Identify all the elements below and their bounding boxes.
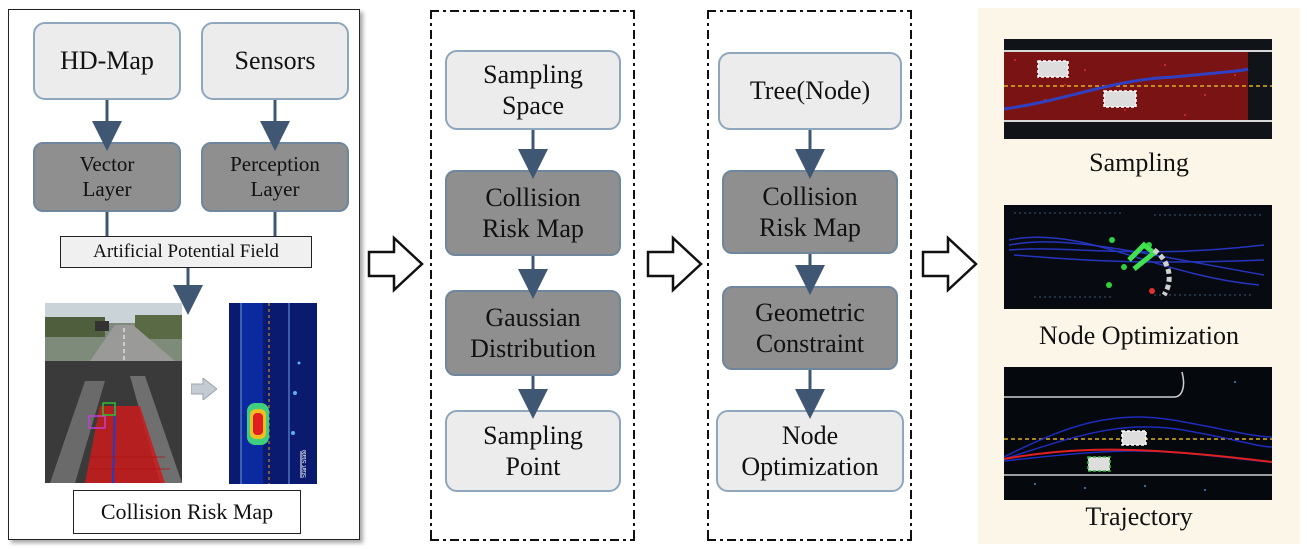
hd-map-label: HD-Map — [60, 46, 154, 76]
flow-arrow-icon — [921, 235, 978, 293]
right-arrow-icon — [191, 378, 217, 400]
sampling-caption: Sampling — [1089, 148, 1189, 177]
tree-node-label: Tree(Node) — [749, 76, 871, 106]
hd-map-box: HD-Map — [33, 22, 181, 100]
trajectory-caption: Trajectory — [1085, 502, 1193, 531]
perception-layer-box: Perception Layer — [201, 142, 349, 212]
apf-label: Artificial Potential Field — [93, 241, 279, 262]
tree-node-box: Tree(Node) — [718, 52, 902, 130]
camera-image — [45, 303, 182, 361]
node-optimization-step-label: Node Optimization — [741, 420, 879, 481]
lidar-image — [45, 361, 182, 483]
geometric-constraint-label: Geometric Constraint — [755, 297, 865, 358]
collision-risk-map-box: Collision Risk Map — [445, 170, 621, 256]
collision-risk-map-caption: Collision Risk Map — [73, 490, 301, 534]
node-optimization-image — [1004, 205, 1272, 309]
sampling-point-label: Sampling Point — [483, 420, 583, 481]
flow-arrow-icon — [646, 235, 703, 293]
collision-risk-map-label: Collision Risk Map — [100, 499, 274, 524]
geometric-constraint-box: Geometric Constraint — [722, 286, 898, 370]
risk-map-image — [229, 303, 317, 484]
sampling-space-box: Sampling Space — [445, 50, 621, 130]
vector-layer-label: Vector Layer — [79, 151, 135, 201]
collision-risk-map-step-label: Collision Risk Map — [759, 181, 861, 242]
apf-box: Artificial Potential Field — [60, 236, 312, 268]
sampling-point-box: Sampling Point — [445, 410, 621, 492]
gaussian-distribution-label: Gaussian Distribution — [470, 302, 596, 363]
flow-arrow-icon — [367, 235, 424, 293]
trajectory-image — [1004, 367, 1272, 500]
collision-risk-map-step-label: Collision Risk Map — [482, 182, 584, 243]
perception-layer-label: Perception Layer — [230, 151, 320, 201]
collision-risk-map-box: Collision Risk Map — [722, 170, 898, 254]
sensors-box: Sensors — [201, 22, 349, 100]
sampling-space-label: Sampling Space — [483, 59, 583, 120]
sensors-label: Sensors — [234, 46, 316, 76]
vector-layer-box: Vector Layer — [33, 142, 181, 212]
gaussian-distribution-box: Gaussian Distribution — [445, 290, 621, 376]
node-optimization-caption: Node Optimization — [1038, 321, 1239, 350]
sampling-image — [1004, 39, 1272, 139]
